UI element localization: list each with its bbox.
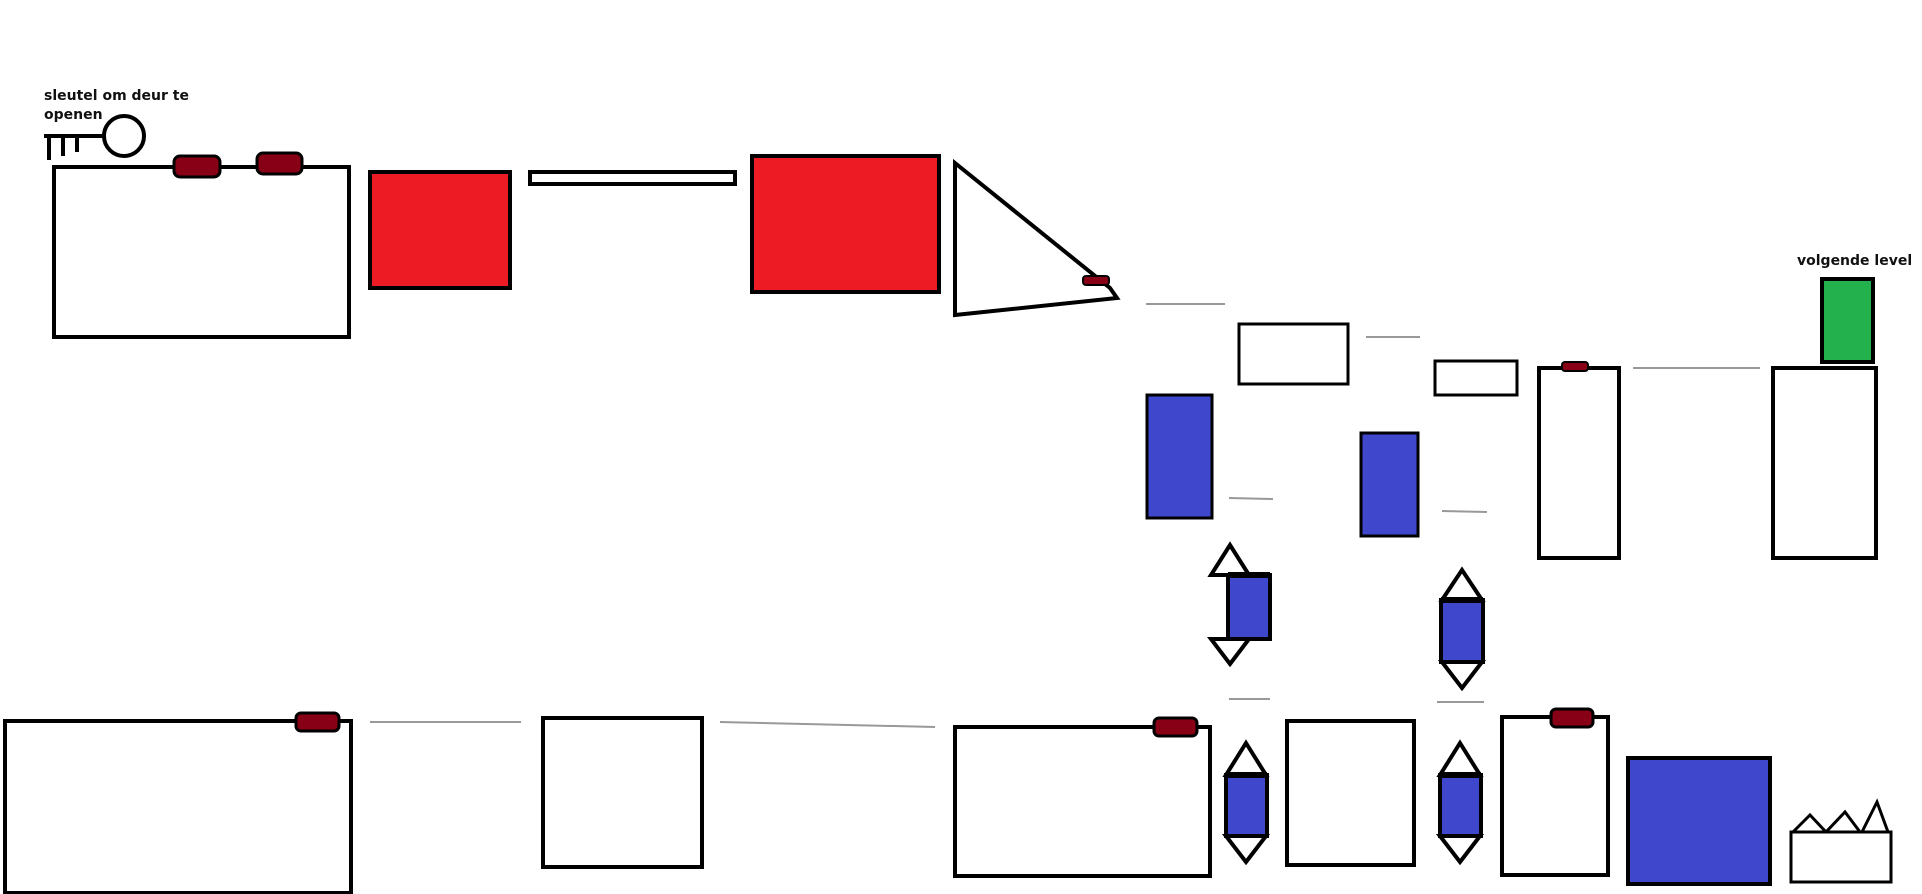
- rails-lower: [370, 721, 936, 728]
- switch-1[interactable]: [172, 154, 222, 179]
- switch-7[interactable]: [1549, 707, 1595, 729]
- start-platform: [52, 165, 351, 339]
- switch-2[interactable]: [255, 151, 304, 176]
- elevator-3[interactable]: [1221, 739, 1271, 866]
- floating-block-2: [1433, 359, 1519, 397]
- blue-block-1: [1145, 393, 1214, 520]
- red-block-1: [368, 170, 512, 290]
- bottom-block-2: [1285, 719, 1416, 867]
- switch-3[interactable]: [1082, 275, 1110, 286]
- elevator-4[interactable]: [1435, 739, 1485, 866]
- tall-platform: [1537, 366, 1621, 560]
- blue-block-2: [1359, 431, 1420, 538]
- rails-upper: [1146, 303, 1760, 703]
- bottom-platform-2: [953, 725, 1212, 878]
- floating-block-1: [1237, 322, 1350, 386]
- key-label-line-2: openen: [44, 107, 103, 123]
- switch-5[interactable]: [294, 711, 341, 733]
- exit-platform: [1771, 366, 1878, 560]
- switch-6[interactable]: [1152, 716, 1199, 738]
- spike-trap-icon: [1789, 798, 1893, 884]
- switch-4[interactable]: [1561, 361, 1589, 372]
- bottom-platform-1: [3, 719, 353, 894]
- exit-door[interactable]: [1820, 277, 1875, 364]
- key-label-line-1: sleutel om deur te: [44, 88, 189, 104]
- key-area: sleutel om deur te openen: [44, 88, 189, 160]
- blue-water-block: [1626, 756, 1772, 886]
- next-level-label: volgende level: [1797, 253, 1912, 269]
- bottom-block-1: [541, 716, 704, 869]
- key-icon[interactable]: [44, 114, 146, 160]
- red-block-2: [750, 154, 941, 294]
- thin-bridge: [528, 170, 737, 186]
- ramp: [953, 158, 1121, 318]
- bottom-platform-3: [1500, 715, 1610, 877]
- elevator-1[interactable]: [1206, 541, 1272, 668]
- elevator-2[interactable]: [1437, 566, 1487, 692]
